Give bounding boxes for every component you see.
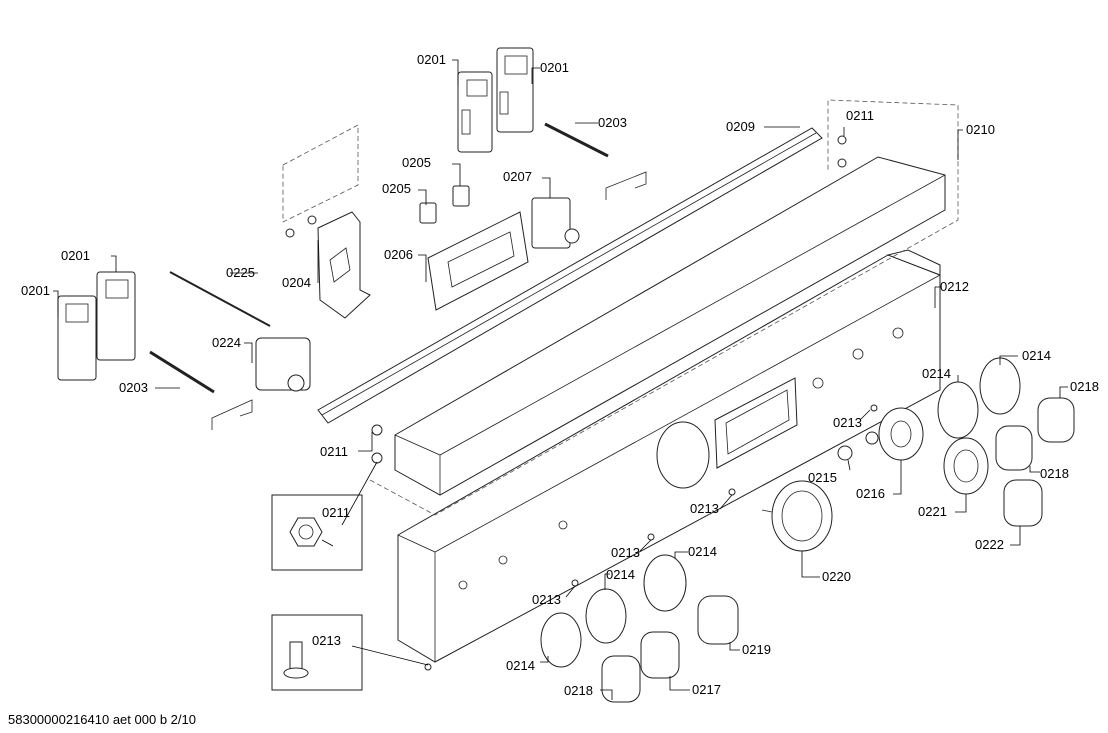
- label-0211: 0211: [846, 108, 874, 123]
- knob-0218-c: [601, 655, 641, 703]
- cover-outline-dashed: [369, 99, 959, 516]
- label-0203: 0203: [598, 115, 627, 130]
- nut-f: [307, 215, 317, 225]
- label-0201: 0201: [417, 52, 446, 67]
- label-0225: 0225: [226, 265, 255, 280]
- label-0217: 0217: [692, 682, 721, 697]
- label-0206: 0206: [384, 247, 413, 262]
- label-0201: 0201: [61, 248, 90, 263]
- label-0214: 0214: [922, 366, 951, 381]
- label-0204: 0204: [282, 275, 311, 290]
- nut-c: [371, 424, 383, 436]
- label-0210: 0210: [966, 122, 995, 137]
- label-0222: 0222: [975, 537, 1004, 552]
- label-0201: 0201: [21, 283, 50, 298]
- label-0203: 0203: [119, 380, 148, 395]
- bezel-ring-0214-e: [540, 612, 582, 668]
- trim-rail: [317, 127, 823, 424]
- label-0211: 0211: [322, 505, 350, 520]
- motor-unit: [255, 337, 311, 392]
- nut-a: [837, 135, 847, 145]
- screw-d: [571, 579, 579, 587]
- bezel-ring-0214-a: [937, 381, 979, 439]
- display-board: [427, 211, 529, 311]
- knob-0221: [943, 437, 989, 495]
- label-0214: 0214: [606, 567, 635, 582]
- encoder: [531, 197, 580, 249]
- label-0220: 0220: [822, 569, 851, 584]
- knob-0217: [640, 631, 680, 679]
- relay-top-right: [496, 47, 534, 133]
- leader-lines: [53, 59, 1068, 700]
- screw-c: [647, 533, 655, 541]
- label-0201: 0201: [540, 60, 569, 75]
- label-0224: 0224: [212, 335, 241, 350]
- label-0209: 0209: [726, 119, 755, 134]
- bracket-dashed: [282, 124, 359, 223]
- label-0214: 0214: [688, 544, 717, 559]
- bezel-plate: [878, 407, 924, 461]
- screw-e: [424, 663, 432, 671]
- part-labels: 0201 0201 0201 0201 0203 0203 0204 0205 …: [21, 52, 1099, 698]
- bezel-ring-0214-c: [643, 554, 687, 612]
- label-0207: 0207: [503, 169, 532, 184]
- label-0211: 0211: [320, 444, 348, 459]
- toggle-switch-a: [419, 202, 437, 224]
- rod-upper: [544, 122, 609, 158]
- rod-0225: [169, 271, 271, 327]
- toggle-switch-b: [452, 185, 470, 207]
- label-0214: 0214: [506, 658, 535, 673]
- label-0219: 0219: [742, 642, 771, 657]
- nut-d: [371, 452, 383, 464]
- relay-top-left: [457, 71, 493, 153]
- label-0213: 0213: [532, 592, 561, 607]
- label-0205: 0205: [382, 181, 411, 196]
- nut-e: [285, 228, 295, 238]
- rod-lower: [149, 350, 215, 394]
- label-0213: 0213: [312, 633, 341, 648]
- label-0215: 0215: [808, 470, 837, 485]
- plug: [837, 445, 853, 461]
- bezel-ring-0214-d: [585, 588, 627, 644]
- relay-left-front: [57, 295, 97, 381]
- document-reference: 58300000216410 aet 000 b 2/10: [8, 712, 196, 727]
- bracket-lower: [211, 399, 253, 430]
- panel-cover: [394, 156, 946, 496]
- detail-box-screw: [271, 614, 363, 691]
- label-0218: 0218: [1070, 379, 1099, 394]
- washer: [865, 431, 879, 445]
- label-0213: 0213: [833, 415, 862, 430]
- part-drawings: [57, 47, 1075, 703]
- knob-0218-a: [1037, 397, 1075, 443]
- bezel-ring-0214-b: [979, 357, 1021, 415]
- label-0205: 0205: [402, 155, 431, 170]
- label-0218: 0218: [564, 683, 593, 698]
- label-0213: 0213: [690, 501, 719, 516]
- label-0221: 0221: [918, 504, 947, 519]
- nut-b: [837, 158, 847, 168]
- bracket-upper: [605, 171, 647, 200]
- knob-0222: [1003, 479, 1043, 527]
- detail-box-nut: [271, 494, 363, 571]
- knob-0218-b: [995, 425, 1033, 471]
- screw-b: [728, 488, 736, 496]
- label-0216: 0216: [856, 486, 885, 501]
- label-0214: 0214: [1022, 348, 1051, 363]
- knob-0219: [697, 595, 739, 645]
- knob-0220: [761, 480, 833, 552]
- bracket-0204: [317, 211, 371, 319]
- label-0212: 0212: [940, 279, 969, 294]
- label-0218: 0218: [1040, 466, 1069, 481]
- screw-a: [870, 404, 878, 412]
- label-0213: 0213: [611, 545, 640, 560]
- relay-left-back: [96, 271, 136, 361]
